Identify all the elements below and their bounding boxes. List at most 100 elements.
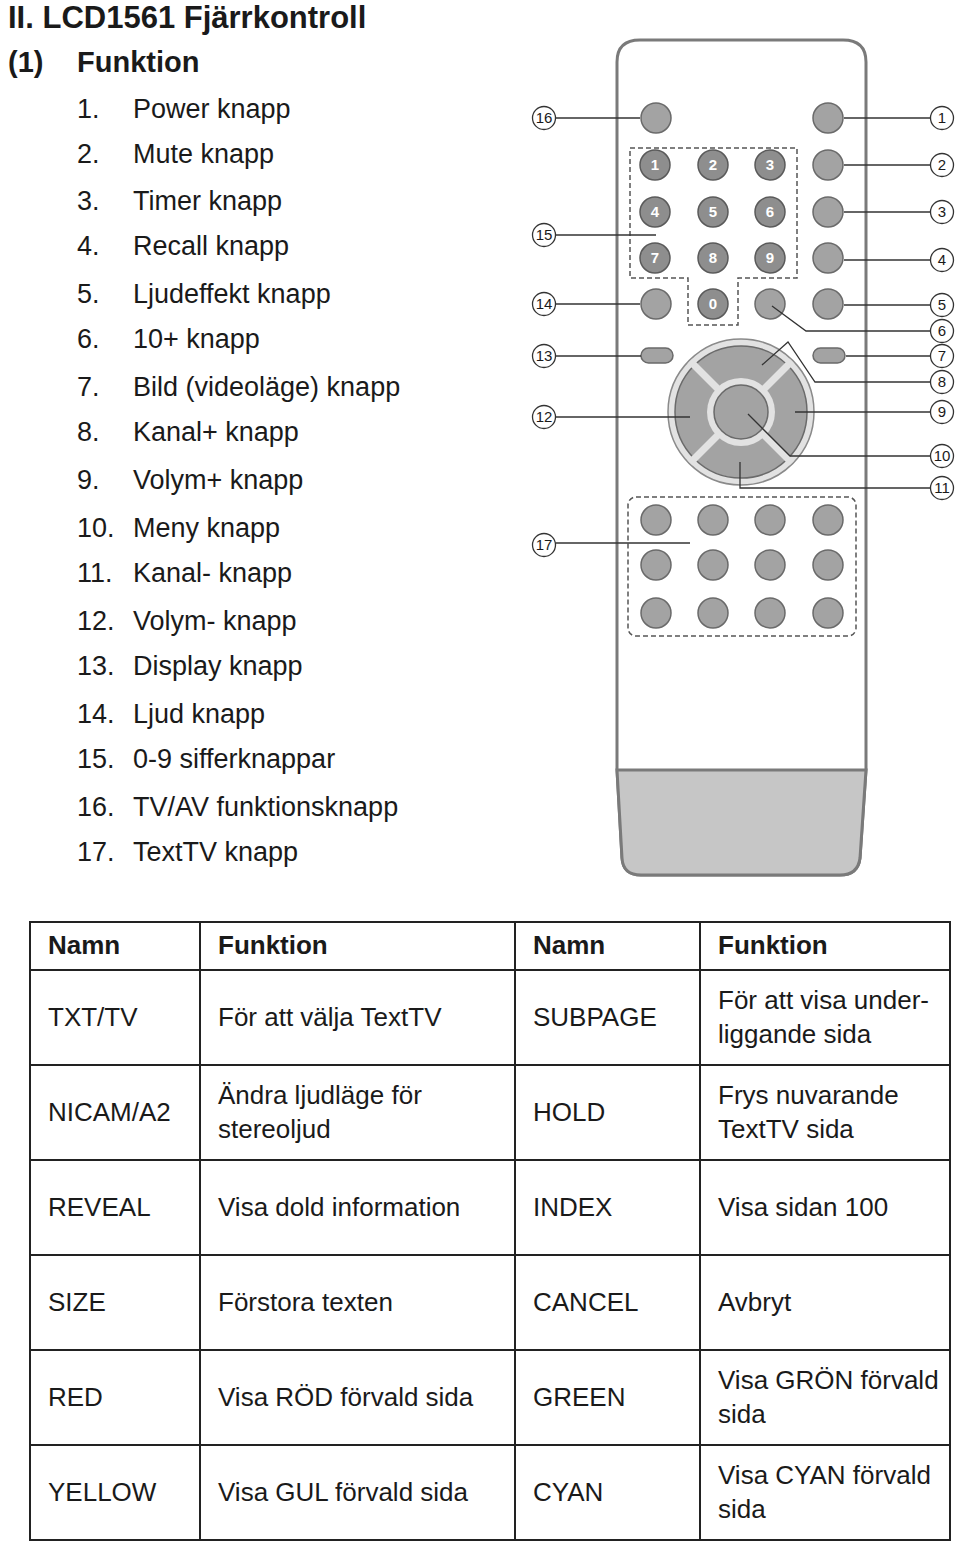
table-cell: Visa CYAN förvald sida (702, 1447, 948, 1538)
callout-circle (931, 294, 954, 317)
table-cell: HOLD (517, 1067, 698, 1158)
list-number: 15. (77, 740, 131, 780)
d-pad (668, 339, 814, 485)
table-header: Namn (517, 924, 698, 968)
section-number: (1) (8, 44, 68, 82)
list-number: 16. (77, 788, 131, 828)
table-cell: GREEN (517, 1352, 698, 1443)
list-item: Display knapp (133, 647, 523, 687)
callout-circle (533, 293, 556, 316)
button-digit: 5 (699, 199, 727, 225)
list-item: 0-9 sifferknappar (133, 740, 523, 780)
texttv-button (755, 550, 785, 580)
table-cell: NICAM/A2 (32, 1067, 198, 1158)
list-item: 10+ knapp (133, 320, 523, 360)
callout-circle (533, 534, 556, 557)
table-cell: Visa GRÖN förvald sida (702, 1352, 948, 1443)
table-cell: CYAN (517, 1447, 698, 1538)
list-number: 1. (77, 90, 131, 130)
callout-number: 6 (930, 319, 954, 343)
callout-circle (931, 345, 954, 368)
callout-circle (931, 107, 954, 130)
table-cell: Avbryt (702, 1257, 948, 1348)
table-cell: Visa dold information (202, 1162, 513, 1253)
table-cell: REVEAL (32, 1162, 198, 1253)
texttv-button (813, 505, 843, 535)
list-item: TV/AV funktionsknapp (133, 788, 523, 828)
list-item: Kanal- knapp (133, 554, 523, 594)
table-cell: SIZE (32, 1257, 198, 1348)
callout-number: 3 (930, 200, 954, 224)
list-item: Meny knapp (133, 509, 523, 549)
table-cell: RED (32, 1352, 198, 1443)
list-item: Ljudeffekt knapp (133, 275, 523, 315)
callout-number: 4 (930, 248, 954, 272)
list-number: 17. (77, 833, 131, 873)
texttv-button (698, 598, 728, 628)
digit-buttons (640, 150, 785, 319)
button-digit: 2 (699, 152, 727, 178)
buttons (641, 103, 845, 363)
texttv-button (813, 598, 843, 628)
leader-lines (556, 118, 930, 543)
digit-group-outline (630, 148, 797, 325)
table-grid (30, 922, 950, 1540)
table-cell: Frys nuvarande TextTV sida (702, 1067, 948, 1158)
list-number: 5. (77, 275, 131, 315)
button-digit: 7 (641, 245, 669, 271)
callout-circle (931, 320, 954, 343)
list-item: Mute knapp (133, 135, 523, 175)
callout-number: 15 (532, 223, 556, 247)
texttv-button (698, 505, 728, 535)
list-number: 10. (77, 509, 131, 549)
callout-circle (533, 406, 556, 429)
table-cell: Ändra ljudläge för stereoljud (202, 1067, 513, 1158)
callout-number: 14 (532, 292, 556, 316)
table-cell: Visa RÖD förvald sida (202, 1352, 513, 1443)
button-digit: 0 (699, 291, 727, 317)
button-digit: 4 (641, 199, 669, 225)
callout-number: 8 (930, 370, 954, 394)
list-item: TextTV knapp (133, 833, 523, 873)
callout-circle (931, 445, 954, 468)
text-buttons (641, 505, 843, 628)
callout-circle (533, 107, 556, 130)
list-number: 12. (77, 602, 131, 642)
callout-circle (931, 477, 954, 500)
callout-circle (533, 345, 556, 368)
callout-number: 17 (532, 533, 556, 557)
list-number: 11. (77, 554, 131, 594)
remote-body (617, 40, 866, 875)
texttv-button (698, 550, 728, 580)
callout-number: 11 (930, 476, 954, 500)
remote-grip (617, 770, 866, 875)
callout-number: 1 (930, 106, 954, 130)
table-cell: Visa sidan 100 (702, 1162, 948, 1253)
callout-number: 2 (930, 153, 954, 177)
callout-number: 5 (930, 293, 954, 317)
list-number: 14. (77, 695, 131, 735)
table-header: Namn (32, 924, 198, 968)
list-number: 4. (77, 227, 131, 267)
list-item: Timer knapp (133, 182, 523, 222)
table-cell: Visa GUL förvald sida (202, 1447, 513, 1538)
callout-number: 16 (532, 106, 556, 130)
table-cell: CANCEL (517, 1257, 698, 1348)
texttv-button (813, 550, 843, 580)
texttv-button (641, 598, 671, 628)
list-number: 3. (77, 182, 131, 222)
table-cell: För att visa under- liggande sida (702, 972, 948, 1063)
list-item: Ljud knapp (133, 695, 523, 735)
table-cell: TXT/TV (32, 972, 198, 1063)
texttv-button (641, 550, 671, 580)
list-item: Power knapp (133, 90, 523, 130)
list-number: 7. (77, 368, 131, 408)
page-title: II. LCD1561 Fjärrkontroll (8, 0, 528, 36)
callout-number: 9 (930, 400, 954, 424)
list-number: 6. (77, 320, 131, 360)
callout-circle (931, 201, 954, 224)
list-item: Recall knapp (133, 227, 523, 267)
list-item: Kanal+ knapp (133, 413, 523, 453)
list-number: 2. (77, 135, 131, 175)
button-digit: 9 (756, 245, 784, 271)
